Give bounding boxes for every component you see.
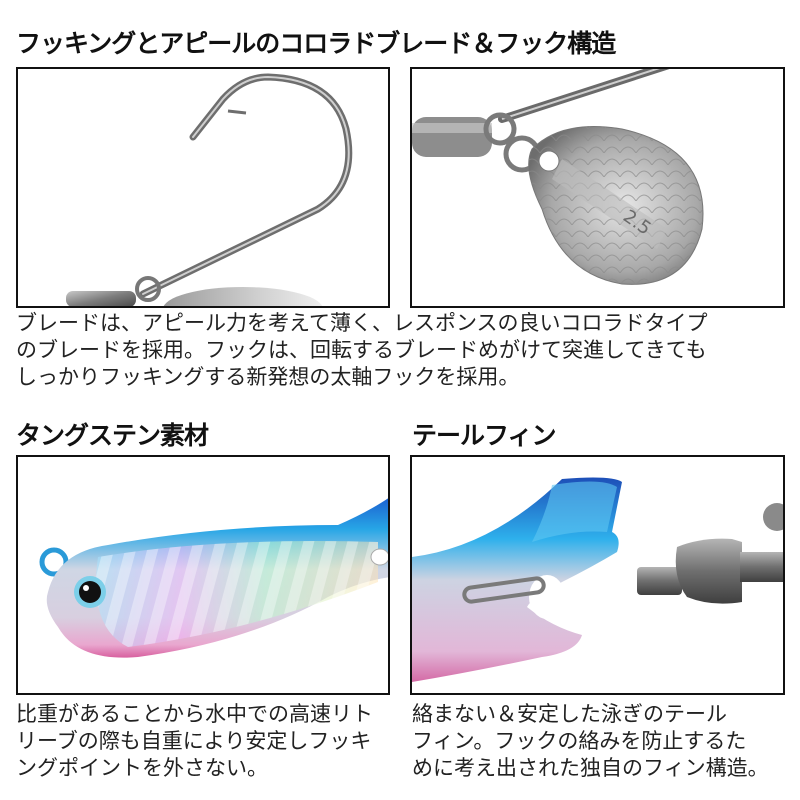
hook-blade-description: ブレードは、アピール力を考えて薄く、レスポンスの良いコロラドタイプ のブレードを… [16,310,708,391]
lure-body-illustration [39,498,388,658]
section-heading-tail-fin: テールフィン [412,421,557,450]
description-line: しっかりフッキングする新発想の太軸フックを採用。 [16,365,520,389]
hook-image-panel [16,67,390,308]
section-heading-hook-blade: フッキングとアピールのコロラドブレード＆フック構造 [16,29,616,58]
tail-fin-image-panel [410,455,785,695]
tail-fin-illustration [412,477,783,682]
description-line: 絡まない＆安定した泳ぎのテール [412,702,727,726]
tungsten-description: 比重があることから水中での高速リト リーブの際も自重により安定しフッキ ングポイ… [16,701,373,782]
description-line: のブレードを採用。フックは、回転するブレードめがけて突進してきても [16,338,707,362]
hook-illustration [66,73,353,306]
lure-body-image-panel [16,455,390,695]
description-line: リーブの際も自重により安定しフッキ [16,729,372,753]
tail-fin-description: 絡まない＆安定した泳ぎのテール フィン。フックの絡みを防止するた めに考え出され… [412,701,769,782]
colorado-blade-illustration: 2.5 [412,69,704,285]
description-line: ブレードは、アピール力を考えて薄く、レスポンスの良いコロラドタイプ [16,311,708,335]
section-heading-tungsten: タングステン素材 [16,421,209,450]
description-line: 比重があることから水中での高速リト [16,702,373,726]
description-line: フィン。フックの絡みを防止するた [412,729,747,753]
description-line: めに考え出された独自のフィン構造。 [412,756,769,780]
blade-image-panel: 2.5 [410,67,785,308]
description-line: ングポイントを外さない。 [16,756,268,780]
